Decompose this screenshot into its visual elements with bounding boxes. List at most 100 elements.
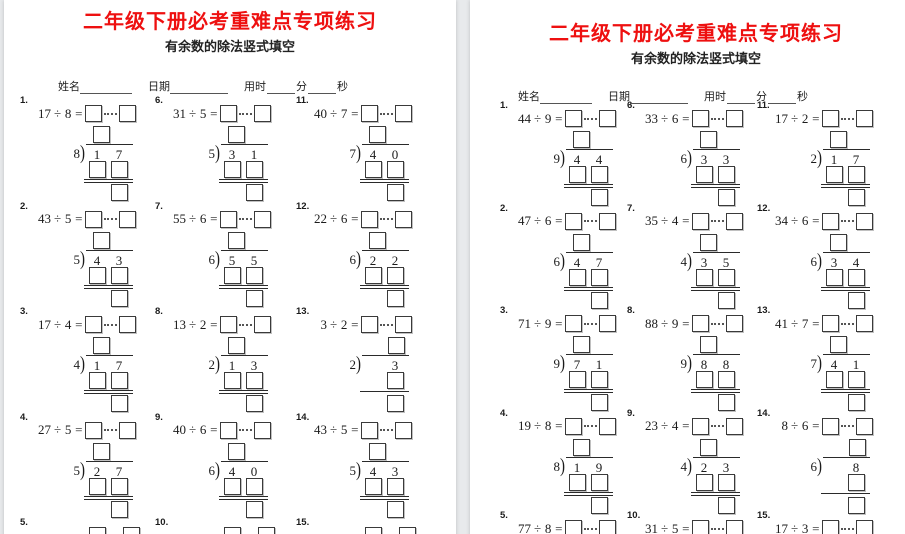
dividend-digit: 3 bbox=[700, 152, 708, 167]
problem-number: 1. bbox=[20, 95, 28, 106]
quotient-answer-box bbox=[822, 212, 840, 230]
equals-sign: = bbox=[682, 213, 690, 228]
remainder-dots-separator bbox=[841, 322, 855, 325]
equation: 8÷6= bbox=[770, 417, 874, 435]
remainder-answer-box bbox=[258, 527, 275, 534]
divisor-value: 9 bbox=[544, 315, 552, 331]
equals-sign: = bbox=[351, 316, 359, 332]
name-label: 姓名 bbox=[58, 81, 80, 93]
division-bracket-icon: ) bbox=[687, 353, 692, 375]
equals-sign: = bbox=[682, 315, 690, 331]
remainder-dots-separator bbox=[239, 429, 253, 431]
product-answer-box bbox=[718, 166, 735, 183]
problem-number: 15. bbox=[757, 510, 771, 521]
remainder-answer-box bbox=[599, 110, 617, 127]
quotient-answer-box bbox=[361, 105, 379, 122]
problem-number: 2. bbox=[500, 202, 508, 214]
remainder-dots-separator bbox=[711, 220, 725, 222]
remainder-dots-separator bbox=[104, 112, 118, 115]
product-answer-box bbox=[387, 372, 404, 389]
divisor-digit: 9 bbox=[553, 356, 561, 371]
dividend-digit: 4 bbox=[369, 147, 377, 162]
divide-sign: ÷ bbox=[661, 520, 669, 534]
product-answer-box bbox=[365, 266, 382, 284]
minutes-blank-line bbox=[727, 92, 755, 104]
remainder-box bbox=[718, 496, 735, 514]
equation: 40÷6= bbox=[168, 421, 272, 439]
quotient-box bbox=[93, 442, 110, 460]
remainder-answer-box bbox=[395, 316, 413, 333]
product-answer-box bbox=[224, 266, 241, 284]
dividend-digits: 3 bbox=[362, 355, 409, 372]
dividend-value: 13 bbox=[173, 316, 186, 332]
remainder-dots-separator bbox=[711, 527, 725, 530]
remainder-box bbox=[246, 184, 263, 201]
name-label: 姓名 bbox=[518, 91, 540, 103]
divide-sign: ÷ bbox=[54, 316, 62, 332]
equals-sign: = bbox=[812, 110, 820, 126]
division-bracket-icon: ) bbox=[817, 250, 822, 272]
quotient-answer-box bbox=[822, 520, 840, 534]
dividend-digit: 7 bbox=[573, 357, 581, 372]
quotient-answer-box bbox=[565, 212, 583, 230]
product-answer-box bbox=[246, 477, 263, 495]
dividend-digit: 8 bbox=[722, 357, 730, 372]
divide-sign: ÷ bbox=[534, 315, 542, 331]
second-label: 秒 bbox=[797, 91, 808, 103]
empty-digit-cell bbox=[362, 359, 384, 372]
remainder-dots-separator bbox=[380, 112, 394, 115]
remainder-dots-separator bbox=[584, 425, 598, 427]
division-bracket-icon: ) bbox=[80, 248, 85, 270]
product-answer-box bbox=[591, 268, 608, 286]
product-answer-box bbox=[89, 372, 106, 389]
subtraction-line bbox=[360, 284, 409, 289]
equals-sign: = bbox=[75, 105, 83, 121]
remainder-answer-box bbox=[726, 417, 744, 435]
subtraction-line bbox=[84, 495, 133, 500]
quotient-box bbox=[830, 233, 847, 251]
dividend-digit: 7 bbox=[115, 147, 123, 162]
dividend-value: 43 bbox=[38, 211, 51, 226]
product-answer-box bbox=[387, 477, 404, 495]
worksheet-page-1: 二年级下册必考重难点专项练习 有余数的除法竖式填空 姓名日期用时分秒 1.17÷… bbox=[4, 0, 456, 534]
divisor-digit: 9 bbox=[553, 151, 561, 166]
equals-sign: = bbox=[351, 105, 359, 121]
divide-sign: ÷ bbox=[791, 520, 799, 534]
dividend-digit: 2 bbox=[700, 459, 708, 475]
dividend-value: 31 bbox=[173, 105, 186, 121]
remainder-dots-separator bbox=[239, 218, 253, 220]
divisor-value: 8 bbox=[544, 520, 552, 534]
worksheet-subtitle: 有余数的除法竖式填空 bbox=[630, 51, 761, 66]
divisor-value: 5 bbox=[64, 422, 72, 437]
equals-sign: = bbox=[210, 211, 218, 226]
divisor-value: 6 bbox=[199, 211, 207, 226]
quotient-answer-box bbox=[361, 316, 379, 333]
product-answer-box bbox=[224, 477, 241, 495]
problem-number: 10. bbox=[627, 510, 641, 521]
equals-sign: = bbox=[75, 211, 83, 226]
remainder-box bbox=[246, 395, 263, 412]
time-label: 用时 bbox=[704, 91, 726, 103]
equation: 43÷5= bbox=[33, 210, 137, 228]
remainder-box bbox=[591, 394, 608, 411]
equation: 47÷6= bbox=[513, 212, 617, 230]
remainder-answer-box bbox=[123, 527, 140, 534]
quotient-box bbox=[700, 438, 717, 456]
problem-number: 1. bbox=[500, 100, 508, 111]
divide-sign: ÷ bbox=[54, 105, 62, 121]
problem-number: 12. bbox=[757, 202, 771, 214]
problem-number: 10. bbox=[155, 517, 169, 528]
division-bracket-icon: ) bbox=[817, 353, 822, 375]
quotient-answer-box bbox=[89, 527, 106, 534]
quotient-box bbox=[93, 126, 110, 143]
